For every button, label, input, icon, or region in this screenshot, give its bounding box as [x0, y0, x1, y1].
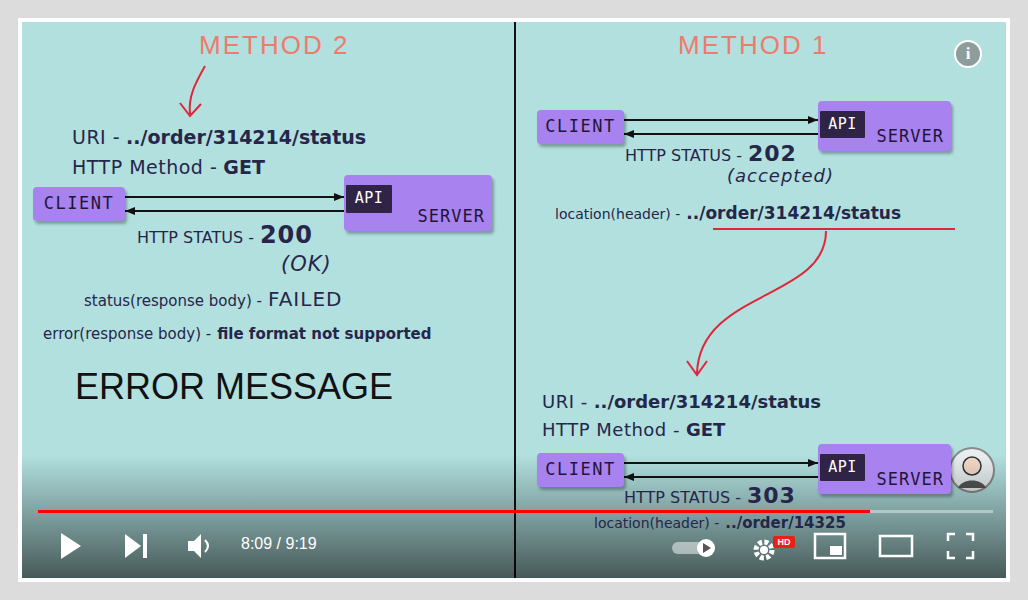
- status-name: HTTP STATUS -: [624, 489, 741, 507]
- slide-ground: [22, 22, 1006, 578]
- http-arrow: [624, 462, 818, 464]
- box-label: SERVER: [877, 470, 944, 490]
- http-arrow: [624, 476, 818, 478]
- progress-track: [38, 510, 993, 513]
- box-label: CLIENT: [545, 460, 615, 480]
- status-code: 200: [260, 222, 313, 250]
- box-label: CLIENT: [545, 117, 615, 137]
- client-box: CLIENT: [537, 110, 624, 144]
- text-row: ERROR MESSAGE: [75, 366, 393, 407]
- status-text: (accepted): [727, 166, 834, 187]
- settings-gear-hub: [760, 546, 768, 554]
- box-label: CLIENT: [44, 194, 114, 214]
- box-label: SERVER: [877, 127, 944, 147]
- field-name: location(header) -: [555, 206, 680, 222]
- field-name: error(response body) -: [43, 326, 211, 343]
- text-row: (accepted): [727, 166, 834, 187]
- next-icon-bar: [143, 534, 147, 558]
- api-tag: API: [820, 111, 865, 138]
- status-name: HTTP STATUS -: [137, 229, 254, 247]
- text-row: (OK): [281, 252, 332, 276]
- info-icon: [955, 41, 981, 67]
- pointer-arrow-head: [687, 361, 707, 375]
- theater-icon: [880, 536, 912, 556]
- server-box: SERVER API: [818, 444, 951, 494]
- field-name: HTTP Method -: [542, 420, 680, 441]
- client-box: CLIENT: [537, 453, 624, 487]
- play-icon: [61, 533, 81, 559]
- player-shade: [22, 455, 1006, 578]
- field-name: location(header) -: [594, 515, 719, 531]
- http-arrow: [125, 210, 344, 212]
- volume-icon: [188, 534, 201, 558]
- video-time: 8:09 / 9:19: [241, 535, 317, 553]
- pointer-arrow-head: [180, 103, 201, 116]
- field-value: GET: [686, 420, 725, 441]
- text-row: HTTP Method - GET: [542, 420, 725, 441]
- http-arrow: [624, 133, 818, 135]
- text-row: HTTP STATUS - 303: [624, 483, 796, 508]
- field-value: file format not supported: [217, 326, 431, 343]
- text-row: METHOD 1: [678, 31, 828, 61]
- text-row: HTTP STATUS - 200: [137, 222, 313, 250]
- autoplay-knob: [697, 539, 715, 557]
- progress-played: [38, 510, 870, 513]
- field-name: URI -: [542, 392, 588, 413]
- text-row: HTTP STATUS - 202: [625, 141, 797, 166]
- server-box: SERVER API: [344, 175, 492, 231]
- miniplayer-inset: [830, 546, 842, 555]
- field-name: URI -: [72, 127, 120, 149]
- api-tag: API: [346, 185, 392, 213]
- status-text: (OK): [281, 252, 332, 276]
- autoplay-play: [703, 543, 711, 553]
- box-label: API: [828, 116, 857, 133]
- status-code: 202: [748, 141, 797, 166]
- miniplayer-icon: [815, 534, 845, 558]
- next-icon: [125, 534, 141, 558]
- fullscreen-icon: [948, 534, 973, 558]
- field-value: ../order/314214/status: [686, 204, 901, 224]
- api-tag: API: [820, 454, 865, 481]
- http-arrow: [624, 119, 818, 121]
- field-name: HTTP Method -: [72, 157, 217, 179]
- text-row: i: [955, 44, 981, 64]
- method-title: METHOD 2: [199, 31, 349, 61]
- field-value: ../order/314214/status: [594, 392, 821, 413]
- field-name: status(response body) -: [84, 293, 262, 310]
- caption-note: ERROR MESSAGE: [75, 366, 393, 407]
- pointer-arrow: [697, 231, 826, 373]
- text-row: status(response body) - FAILED: [84, 288, 342, 311]
- hd-label: HD: [778, 536, 791, 548]
- box-label: API: [828, 459, 857, 476]
- hd-badge: [773, 536, 795, 548]
- text-row: 8:09 / 9:19: [241, 535, 317, 553]
- text-row: location(header) - ../order/314214/status: [555, 204, 901, 224]
- status-code: 303: [747, 483, 796, 508]
- text-row: URI - ../order/314214/status: [542, 392, 821, 413]
- field-value: FAILED: [268, 288, 342, 311]
- box-label: API: [355, 190, 384, 207]
- text-row: METHOD 2: [199, 31, 349, 61]
- frame-border: [18, 18, 1010, 582]
- info-letter: i: [966, 44, 971, 64]
- settings-gear: [756, 542, 772, 558]
- underline: [713, 228, 955, 230]
- text-row: HTTP Method - GET: [72, 157, 265, 179]
- http-arrow: [125, 196, 344, 198]
- status-name: HTTP STATUS -: [625, 147, 742, 165]
- field-value: ../order/314214/status: [126, 127, 366, 149]
- field-value: GET: [223, 157, 265, 179]
- text-row: URI - ../order/314214/status: [72, 127, 366, 149]
- method-title: METHOD 1: [678, 31, 828, 61]
- volume-wave: [205, 540, 208, 552]
- text-row: location(header) - ../order/14325: [594, 515, 846, 532]
- client-box: CLIENT: [33, 187, 125, 221]
- field-value: ../order/14325: [725, 515, 846, 532]
- text-row: HD: [773, 536, 795, 548]
- box-label: SERVER: [418, 207, 485, 227]
- server-box: SERVER API: [818, 101, 951, 151]
- text-row: error(response body) - file format not su…: [43, 326, 431, 343]
